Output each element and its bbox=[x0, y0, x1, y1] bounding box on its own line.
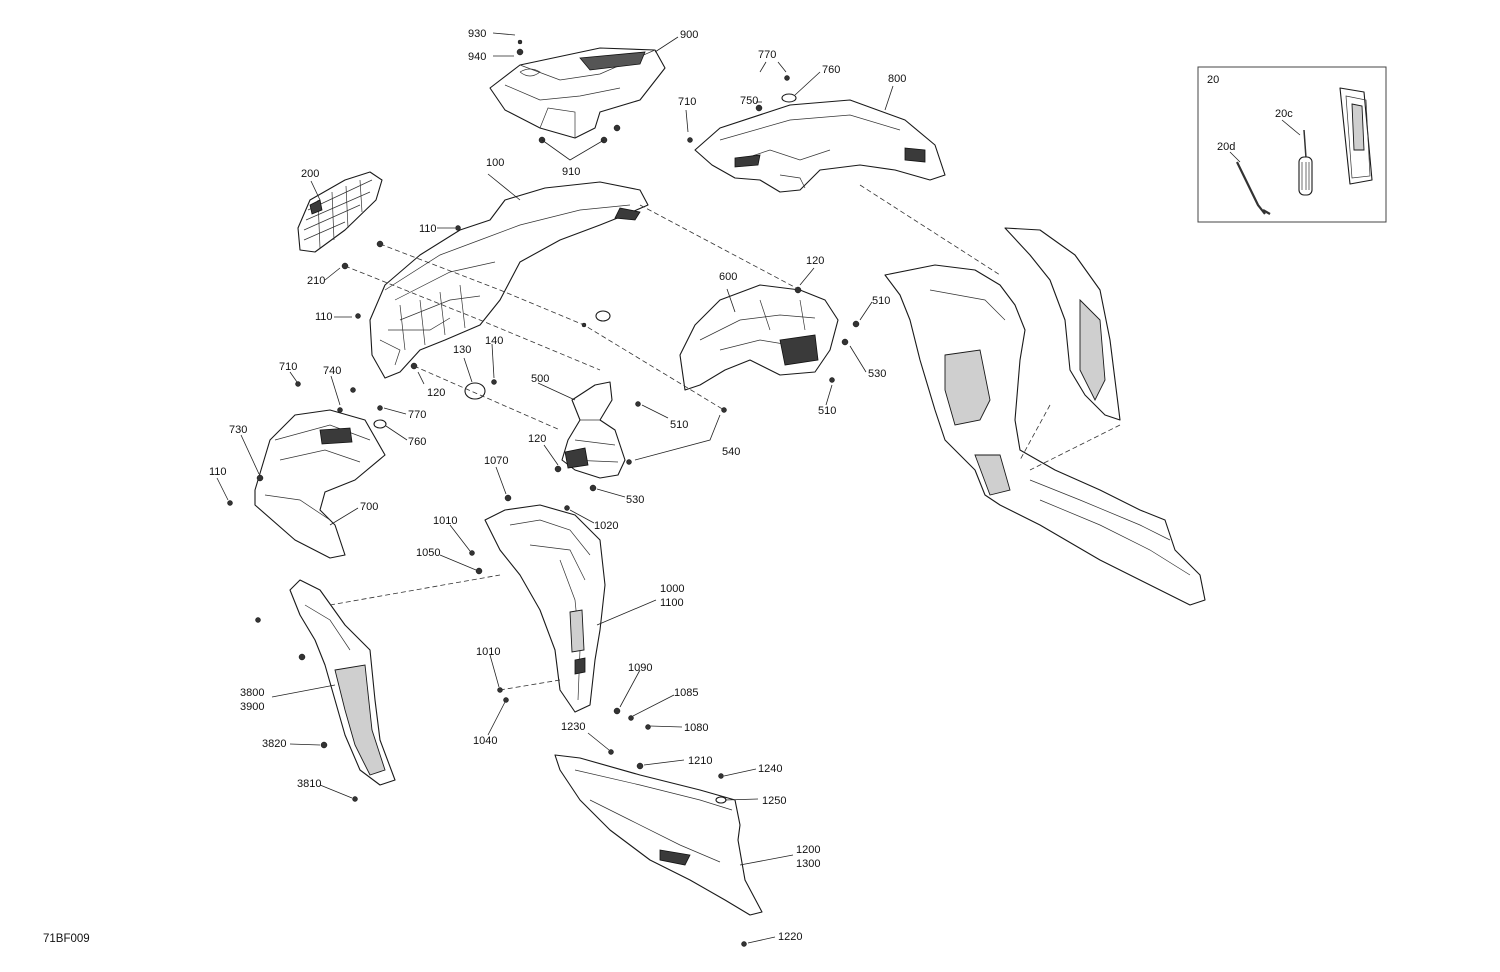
part-100-dashboard bbox=[369, 181, 649, 379]
drawing-id: 71BF009 bbox=[43, 933, 90, 945]
callout-210: 210 bbox=[307, 275, 325, 287]
callout-3810: 3810 bbox=[297, 778, 321, 790]
callout-900: 900 bbox=[680, 29, 698, 41]
callout-930: 930 bbox=[468, 28, 486, 40]
callout-120: 120 bbox=[427, 387, 445, 399]
callout-120: 120 bbox=[806, 255, 824, 267]
screwdriver-icon bbox=[1303, 129, 1307, 159]
callout-1010: 1010 bbox=[476, 646, 500, 658]
callout-530: 530 bbox=[868, 368, 886, 380]
part-200-grille bbox=[297, 171, 383, 253]
callout-1080: 1080 bbox=[684, 722, 708, 734]
callout-1200: 1200 bbox=[796, 844, 820, 856]
callout-110: 110 bbox=[419, 223, 437, 235]
part-3800-lower-pillar bbox=[289, 579, 396, 786]
callout-770: 770 bbox=[758, 49, 776, 61]
callout-600: 600 bbox=[719, 271, 737, 283]
callout-1300: 1300 bbox=[796, 858, 820, 870]
hardware-fasteners bbox=[227, 39, 860, 947]
callout-760: 760 bbox=[408, 436, 426, 448]
callout-1240: 1240 bbox=[758, 763, 782, 775]
callout-110: 110 bbox=[315, 311, 333, 323]
part-900-top-cover bbox=[489, 47, 666, 139]
callout-1220: 1220 bbox=[778, 931, 802, 943]
part-500-bracket bbox=[561, 381, 626, 479]
hex-key-icon bbox=[1236, 161, 1266, 215]
callout-1000: 1000 bbox=[660, 583, 684, 595]
callout-510: 510 bbox=[872, 295, 890, 307]
callout-1020: 1020 bbox=[594, 520, 618, 532]
callout-120: 120 bbox=[528, 433, 546, 445]
callout-1230: 1230 bbox=[561, 721, 585, 733]
leader-lines bbox=[216, 32, 1301, 944]
callout-510: 510 bbox=[670, 419, 688, 431]
part-800-rear-cover bbox=[694, 99, 946, 193]
callout-710: 710 bbox=[279, 361, 297, 373]
part-700-side-panel bbox=[254, 409, 386, 559]
callout-1090: 1090 bbox=[628, 662, 652, 674]
part-right-fender bbox=[1004, 227, 1121, 421]
callout-760: 760 bbox=[822, 64, 840, 76]
callout-750: 750 bbox=[740, 95, 758, 107]
part-right-frame bbox=[884, 264, 1206, 606]
part-1200-rocker-panel bbox=[554, 754, 763, 916]
callout-800: 800 bbox=[888, 73, 906, 85]
callout-940: 940 bbox=[468, 51, 486, 63]
callout-1085: 1085 bbox=[674, 687, 698, 699]
callout-740: 740 bbox=[323, 365, 341, 377]
callout-labels: 930 940 900 910 770 760 750 710 800 200 … bbox=[43, 28, 1293, 945]
callout-3800: 3800 bbox=[240, 687, 264, 699]
inset-tool-kit bbox=[1197, 66, 1387, 223]
callout-1010: 1010 bbox=[433, 515, 457, 527]
callout-1250: 1250 bbox=[762, 795, 786, 807]
assembly-dashed-lines bbox=[329, 184, 1121, 691]
callout-770: 770 bbox=[408, 409, 426, 421]
callout-130: 130 bbox=[453, 344, 471, 356]
inset-label-20d: 20d bbox=[1217, 141, 1235, 153]
inset-label-20: 20 bbox=[1207, 74, 1219, 86]
callout-140: 140 bbox=[485, 335, 503, 347]
callout-700: 700 bbox=[360, 501, 378, 513]
part-600-console bbox=[679, 284, 839, 391]
callout-3820: 3820 bbox=[262, 738, 286, 750]
callout-200: 200 bbox=[301, 168, 319, 180]
callout-1210: 1210 bbox=[688, 755, 712, 767]
callout-510: 510 bbox=[818, 405, 836, 417]
callout-500: 500 bbox=[531, 373, 549, 385]
callout-1040: 1040 bbox=[473, 735, 497, 747]
callout-910: 910 bbox=[562, 166, 580, 178]
part-1000-center-pillar bbox=[484, 504, 606, 713]
callout-530: 530 bbox=[626, 494, 644, 506]
callout-710: 710 bbox=[678, 96, 696, 108]
callout-1070: 1070 bbox=[484, 455, 508, 467]
callout-3900: 3900 bbox=[240, 701, 264, 713]
callout-110: 110 bbox=[209, 466, 227, 478]
callout-540: 540 bbox=[722, 446, 740, 458]
inset-label-20c: 20c bbox=[1275, 108, 1293, 120]
callout-1100: 1100 bbox=[660, 597, 684, 609]
callout-730: 730 bbox=[229, 424, 247, 436]
inset-frame bbox=[1197, 66, 1387, 223]
callout-1050: 1050 bbox=[416, 547, 440, 559]
callout-100: 100 bbox=[486, 157, 504, 169]
